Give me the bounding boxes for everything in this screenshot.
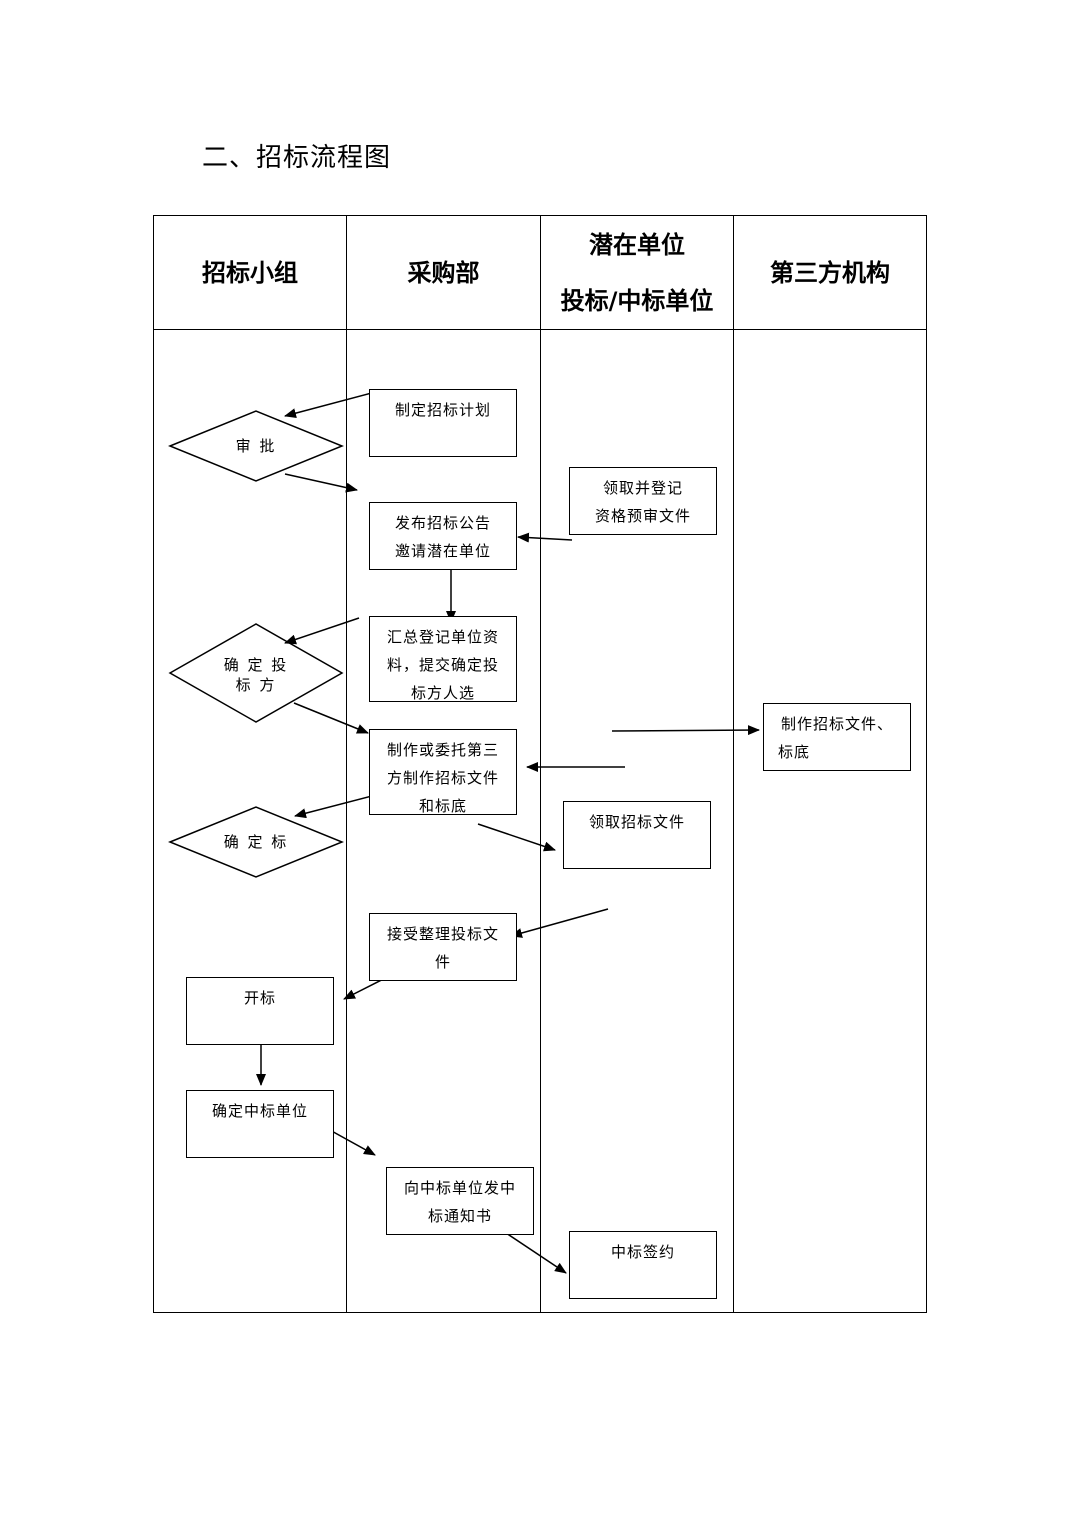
lane-divider	[540, 215, 541, 1313]
arrow	[284, 473, 358, 493]
arrow	[327, 1128, 376, 1156]
confirm-bidder-label: 确 定 投 标 方	[223, 656, 289, 694]
arrow	[284, 617, 360, 645]
arrow	[284, 389, 384, 419]
box-plan: 制定招标计划	[369, 389, 517, 457]
lane-header-procurement: 采购部	[407, 258, 480, 287]
approve-diamond	[168, 410, 344, 482]
lane-header-third-party: 第三方机构	[770, 258, 890, 287]
box-make-docs: 制作或委托第三 方制作招标文件 和标底	[369, 729, 517, 815]
arrow	[477, 823, 556, 852]
arrow	[505, 1232, 567, 1274]
box-collect-prequal: 领取并登记 资格预审文件	[569, 467, 717, 535]
header-divider	[153, 329, 927, 330]
lane-divider	[346, 215, 347, 1313]
confirm-bidder-diamond	[168, 623, 344, 723]
box-notify-winner: 向中标单位发中 标通知书	[386, 1167, 534, 1235]
arrow	[611, 725, 760, 736]
box-sign: 中标签约	[569, 1231, 717, 1299]
box-summarize: 汇总登记单位资 料，提交确定投 标方人选	[369, 616, 517, 702]
confirm-tender-diamond	[168, 806, 344, 878]
arrow	[517, 532, 573, 543]
page-title: 二、招标流程图	[202, 143, 392, 173]
arrow	[510, 908, 609, 938]
box-confirm-winner: 确定中标单位	[186, 1090, 334, 1158]
lane-header-bidders: 潜在单位 投标/中标单位	[560, 230, 714, 315]
approve-label: 审 批	[235, 437, 277, 455]
lane-header-bidding-team: 招标小组	[202, 258, 298, 287]
arrow	[293, 702, 369, 734]
box-third-party-docs: 制作招标文件、 标底	[763, 703, 911, 771]
box-open-bids: 开标	[186, 977, 334, 1045]
box-receive-bids: 接受整理投标文 件	[369, 913, 517, 981]
confirm-tender-label: 确 定 标	[223, 833, 289, 851]
box-publish: 发布招标公告 邀请潜在单位	[369, 502, 517, 570]
box-collect-docs: 领取招标文件	[563, 801, 711, 869]
lane-divider	[733, 215, 734, 1313]
